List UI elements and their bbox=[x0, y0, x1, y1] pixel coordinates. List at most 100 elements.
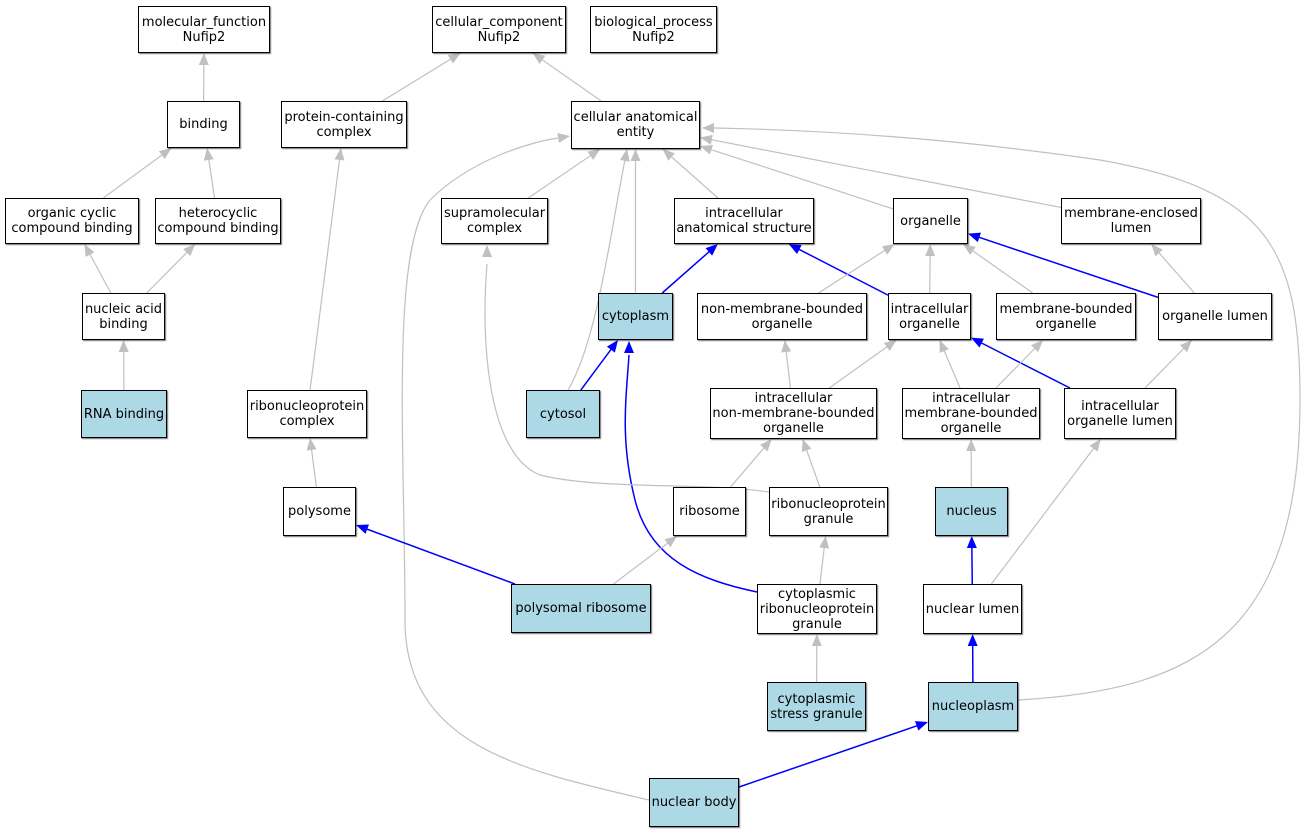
edge-polysomal_ribosome-to-ribosome bbox=[613, 542, 669, 585]
node-ribonucleoprotein-complex[interactable]: ribonucleoprotein complex bbox=[247, 390, 367, 438]
edge-cytosol-to-cytoplasm bbox=[580, 348, 613, 391]
node-cytoplasm[interactable]: cytoplasm bbox=[598, 293, 673, 340]
node-label: polysomal ribosome bbox=[515, 601, 647, 616]
node-cytoplasmic-rnp-granule[interactable]: cytoplasmic ribonucleoprotein granule bbox=[757, 584, 877, 634]
node-binding[interactable]: binding bbox=[167, 101, 240, 148]
edge-organic_cyclic-to-binding-arrowhead bbox=[158, 148, 172, 160]
edge-ribonucleoprotein_complex-to-protein_containing_complex-arrowhead bbox=[334, 148, 345, 161]
node-label: cytoplasmic ribonucleoprotein granule bbox=[759, 586, 875, 632]
edge-ribonucleoprotein_granule-to-intracellular_nmb_organelle-arrowhead bbox=[801, 439, 812, 452]
node-ribosome[interactable]: ribosome bbox=[673, 487, 746, 536]
edge-nucleus-to-intracellular_mb_organelle-arrowhead bbox=[966, 439, 977, 452]
node-intracellular-mb-organelle[interactable]: intracellular membrane-bounded organelle bbox=[902, 388, 1040, 439]
edge-organelle_lumen-to-organelle bbox=[978, 236, 1159, 299]
node-label: non-membrane-bounded organelle bbox=[700, 301, 864, 332]
edge-membrane_bounded_organelle-to-organelle bbox=[971, 249, 1034, 294]
node-polysomal-ribosome[interactable]: polysomal ribosome bbox=[511, 584, 651, 633]
node-molecular-function[interactable]: molecular_function Nufip2 bbox=[138, 6, 270, 53]
edge-nuclear_lumen-to-nucleus-arrowhead bbox=[966, 536, 977, 549]
node-cellular-component[interactable]: cellular_component Nufip2 bbox=[432, 6, 566, 53]
node-label: binding bbox=[179, 117, 228, 132]
node-nucleus[interactable]: nucleus bbox=[935, 487, 1008, 536]
node-polysome[interactable]: polysome bbox=[283, 487, 356, 536]
node-label: membrane-enclosed lumen bbox=[1064, 206, 1198, 236]
node-heterocyclic[interactable]: heterocyclic compound binding bbox=[155, 198, 281, 244]
node-label: biological_process Nufip2 bbox=[594, 14, 713, 45]
edge-nucleic_acid_binding-to-organic_cyclic bbox=[89, 253, 112, 294]
edge-intracellular_anatomical_structure-to-cellular_anatomical_entity-arrowhead bbox=[662, 149, 675, 161]
node-cytoplasmic-stress-granule[interactable]: cytoplasmic stress granule bbox=[767, 682, 866, 731]
node-label: intracellular organelle lumen bbox=[1067, 398, 1173, 429]
node-cellular-anatomical-entity[interactable]: cellular anatomical entity bbox=[571, 101, 700, 149]
edge-supramolecular_complex-to-cellular_anatomical_entity bbox=[527, 154, 592, 199]
edge-intracellular_mb_organelle-to-membrane_bounded_organelle-arrowhead bbox=[1031, 340, 1043, 353]
edge-intracellular_organelle-to-organelle-arrowhead bbox=[925, 244, 936, 257]
edge-nucleic_acid_binding-to-organic_cyclic-arrowhead bbox=[84, 244, 95, 257]
edge-organic_cyclic-to-binding bbox=[102, 154, 163, 199]
node-organelle[interactable]: organelle bbox=[893, 198, 968, 244]
node-label: cytoplasm bbox=[601, 309, 670, 324]
edge-cytoplasmic_rnp_granule-to-cytoplasm-arrowhead bbox=[624, 341, 634, 353]
edge-nucleic_acid_binding-to-heterocyclic bbox=[146, 251, 188, 294]
edge-cytosol-to-cellular_anatomical_entity bbox=[567, 159, 626, 391]
node-membrane-bounded-organelle[interactable]: membrane-bounded organelle bbox=[996, 293, 1136, 340]
node-label: intracellular anatomical structure bbox=[676, 206, 812, 236]
node-nuclear-lumen[interactable]: nuclear lumen bbox=[923, 584, 1022, 634]
edge-polysomal_ribosome-to-ribosome-arrowhead bbox=[664, 536, 678, 548]
node-label: ribosome bbox=[679, 504, 740, 519]
node-label: protein-containing complex bbox=[284, 109, 404, 140]
edge-membrane_enclosed_lumen-to-cellular_anatomical_entity bbox=[710, 138, 1062, 209]
edge-cytoplasm-to-cellular_anatomical_entity-arrowhead bbox=[630, 149, 641, 161]
edge-organelle-to-cellular_anatomical_entity bbox=[710, 148, 894, 210]
edge-polysome-to-ribonucleoprotein_complex-arrowhead bbox=[306, 438, 317, 451]
edge-intracellular_mb_organelle-to-intracellular_organelle bbox=[943, 349, 961, 389]
node-protein-containing-complex[interactable]: protein-containing complex bbox=[281, 101, 407, 148]
edge-cellular_anatomical_entity-to-cellular_component-arrowhead bbox=[532, 53, 546, 64]
edge-intracellular_mb_organelle-to-intracellular_organelle-arrowhead bbox=[939, 340, 949, 353]
node-ribonucleoprotein-granule[interactable]: ribonucleoprotein granule bbox=[769, 487, 888, 536]
node-biological-process[interactable]: biological_process Nufip2 bbox=[590, 6, 717, 53]
node-intracellular-anatomical-structure[interactable]: intracellular anatomical structure bbox=[674, 198, 814, 244]
node-intracellular-nmb-organelle[interactable]: intracellular non-membrane-bounded organ… bbox=[710, 388, 877, 439]
node-label: organelle bbox=[900, 213, 961, 229]
edge-protein_containing_complex-to-cellular_component bbox=[382, 58, 452, 102]
node-intracellular-organelle-lumen[interactable]: intracellular organelle lumen bbox=[1064, 388, 1176, 439]
edge-intracellular_nmb_organelle-to-intracellular_organelle bbox=[828, 345, 888, 389]
edge-cytoplasmic_rnp_granule-to-ribonucleoprotein_granule bbox=[819, 546, 825, 585]
edge-ribonucleoprotein_granule-to-intracellular_nmb_organelle bbox=[805, 449, 821, 488]
edge-cytosol-to-cytoplasm-arrowhead bbox=[606, 340, 619, 353]
node-label: ribonucleoprotein granule bbox=[771, 496, 886, 527]
edge-membrane_bounded_organelle-to-organelle-arrowhead bbox=[963, 244, 976, 256]
edge-cytoplasmic_stress_granule-to-cytoplasmic_rnp_granule-arrowhead bbox=[811, 634, 822, 647]
node-non-membrane-bounded-organelle[interactable]: non-membrane-bounded organelle bbox=[697, 293, 867, 340]
edge-organelle-to-cellular_anatomical_entity-arrowhead bbox=[700, 144, 713, 155]
node-organelle-lumen[interactable]: organelle lumen bbox=[1158, 293, 1272, 340]
node-nuclear-body[interactable]: nuclear body bbox=[649, 778, 739, 827]
node-label: nuclear body bbox=[651, 795, 737, 810]
node-organic-cyclic[interactable]: organic cyclic compound binding bbox=[5, 198, 139, 244]
node-label: cytoplasmic stress granule bbox=[770, 691, 863, 722]
edge-intracellular_nmb_organelle-to-non_membrane_bounded_organelle-arrowhead bbox=[781, 340, 792, 353]
node-cytosol[interactable]: cytosol bbox=[526, 390, 600, 438]
edge-polysome-to-ribonucleoprotein_complex bbox=[310, 448, 317, 488]
edge-intracellular_organelle-to-intracellular_anatomical_structure-arrowhead bbox=[788, 244, 802, 254]
node-supramolecular-complex[interactable]: supramolecular complex bbox=[441, 198, 548, 244]
edge-ribosome-to-intracellular_nmb_organelle-arrowhead bbox=[760, 439, 772, 452]
node-label: cellular_component Nufip2 bbox=[435, 14, 563, 45]
edge-heterocyclic-to-binding bbox=[208, 158, 216, 199]
edge-intracellular_organelle_lumen-to-intracellular_organelle bbox=[980, 341, 1071, 389]
node-label: intracellular membrane-bounded organelle bbox=[904, 391, 1038, 436]
edge-non_membrane_bounded_organelle-to-organelle bbox=[818, 249, 886, 294]
node-nucleoplasm[interactable]: nucleoplasm bbox=[928, 682, 1018, 731]
node-intracellular-organelle[interactable]: intracellular organelle bbox=[888, 293, 971, 340]
node-membrane-enclosed-lumen[interactable]: membrane-enclosed lumen bbox=[1061, 198, 1201, 244]
node-nucleic-acid-binding[interactable]: nucleic acid binding bbox=[82, 293, 165, 340]
node-rna-binding[interactable]: RNA binding bbox=[81, 390, 167, 438]
edge-heterocyclic-to-binding-arrowhead bbox=[203, 148, 214, 161]
edge-intracellular_organelle_lumen-to-intracellular_organelle-arrowhead bbox=[971, 337, 984, 348]
edge-protein_containing_complex-to-cellular_component-arrowhead bbox=[447, 53, 461, 64]
node-label: organelle lumen bbox=[1162, 309, 1268, 324]
node-label: polysome bbox=[288, 504, 351, 519]
